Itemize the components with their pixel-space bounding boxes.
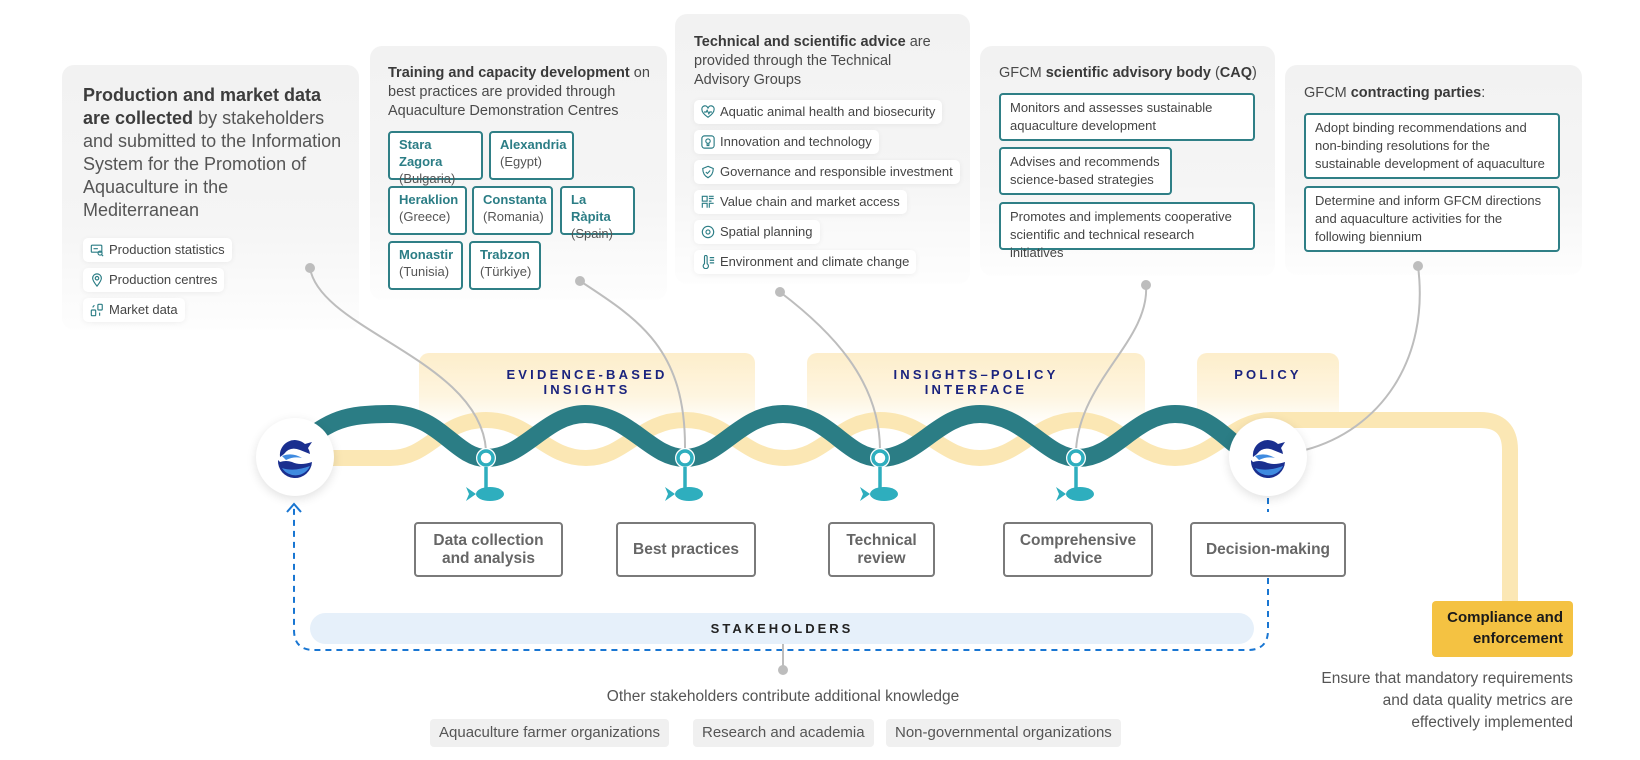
centre-alexandria: Alexandria (Egypt): [489, 131, 574, 180]
feedback-arrow-icon: [286, 502, 302, 513]
value-chain-icon: [701, 195, 714, 208]
caq-function-advise: Advises and recommends science-based str…: [999, 147, 1172, 195]
training-description: Training and capacity development on bes…: [388, 65, 650, 119]
stakeholder-dot: [778, 665, 788, 675]
gfcm-logo-end: [1229, 418, 1307, 496]
technical-advice-description: Technical and scientific advice are prov…: [694, 34, 931, 88]
stakeholder-group-farmers: Aquaculture farmer organizations: [430, 719, 669, 747]
node-pin: [466, 448, 504, 501]
gfcm-logo-start: [256, 418, 334, 496]
lightbulb-icon: [701, 135, 715, 149]
connector-dots: [305, 261, 1423, 297]
step-best-practices: Best practices: [616, 522, 756, 577]
node-pin: [860, 448, 898, 501]
node-pin: [665, 448, 703, 501]
statistics-icon: [90, 244, 104, 257]
sand-ribbon: [295, 412, 1518, 605]
tag-aquatic-animal-health: Aquatic animal health and biosecurity: [694, 100, 943, 124]
data-item-production-centres: Production centres: [83, 268, 225, 292]
centre-trabzon: Trabzon (Türkiye): [469, 241, 541, 290]
centre-heraklion: Heraklion (Greece): [388, 186, 467, 235]
feedback-loop-dashed: [293, 498, 1269, 651]
stakeholders-note: Other stakeholders contribute additional…: [606, 688, 960, 705]
node-pins: [466, 448, 1094, 501]
tag-innovation-technology: Innovation and technology: [694, 130, 879, 154]
stakeholder-group-ngos: Non-governmental organizations: [886, 719, 1121, 747]
heart-pulse-icon: [701, 105, 715, 118]
teal-ribbon: [291, 404, 1259, 468]
centre-la-rapita: La Ràpita (Spain): [560, 186, 635, 241]
target-icon: [701, 225, 715, 239]
thermometer-icon: [702, 255, 715, 269]
node-pin: [1056, 448, 1094, 501]
location-pin-icon: [92, 273, 102, 287]
cp-function-adopt: Adopt binding recommendations and non-bi…: [1304, 113, 1560, 179]
step-decision-making: Decision-making: [1190, 522, 1346, 577]
compliance-box: Compliance and enforcement: [1432, 601, 1573, 657]
data-collection-description: Production and market data are collected…: [83, 85, 342, 220]
tag-environment-climate: Environment and climate change: [694, 250, 917, 274]
stakeholder-group-research: Research and academia: [693, 719, 874, 747]
compliance-description: Ensure that mandatory requirements and d…: [1321, 670, 1573, 731]
tag-governance-investment: Governance and responsible investment: [694, 160, 960, 184]
advisory-body-title: GFCM scientific advisory body (CAQ): [999, 65, 1257, 81]
shield-check-icon: [702, 165, 714, 179]
market-data-icon: [90, 303, 103, 317]
centre-constanta: Constanta (Romania): [472, 186, 553, 235]
caq-function-promote: Promotes and implements cooperative scie…: [999, 202, 1255, 260]
contracting-parties-title: GFCM contracting parties:: [1304, 85, 1486, 101]
data-item-production-statistics: Production statistics: [83, 238, 232, 262]
data-item-market-data: Market data: [83, 298, 185, 322]
centre-monastir: Monastir (Tunisia): [388, 241, 463, 290]
caq-function-monitor: Monitors and assesses sustainable aquacu…: [999, 93, 1255, 141]
cp-function-determine: Determine and inform GFCM directions and…: [1304, 186, 1560, 252]
gfcm-logo-icon: [1250, 440, 1285, 479]
tag-spatial-planning: Spatial planning: [694, 220, 820, 244]
connector-lines: [309, 265, 1421, 451]
stakeholders-bar: STAKEHOLDERS: [310, 613, 1254, 644]
centre-stara-zagora: Stara Zagora (Bulgaria): [388, 131, 483, 186]
gfcm-logo-icon: [277, 440, 312, 479]
tag-value-chain: Value chain and market access: [694, 190, 907, 214]
